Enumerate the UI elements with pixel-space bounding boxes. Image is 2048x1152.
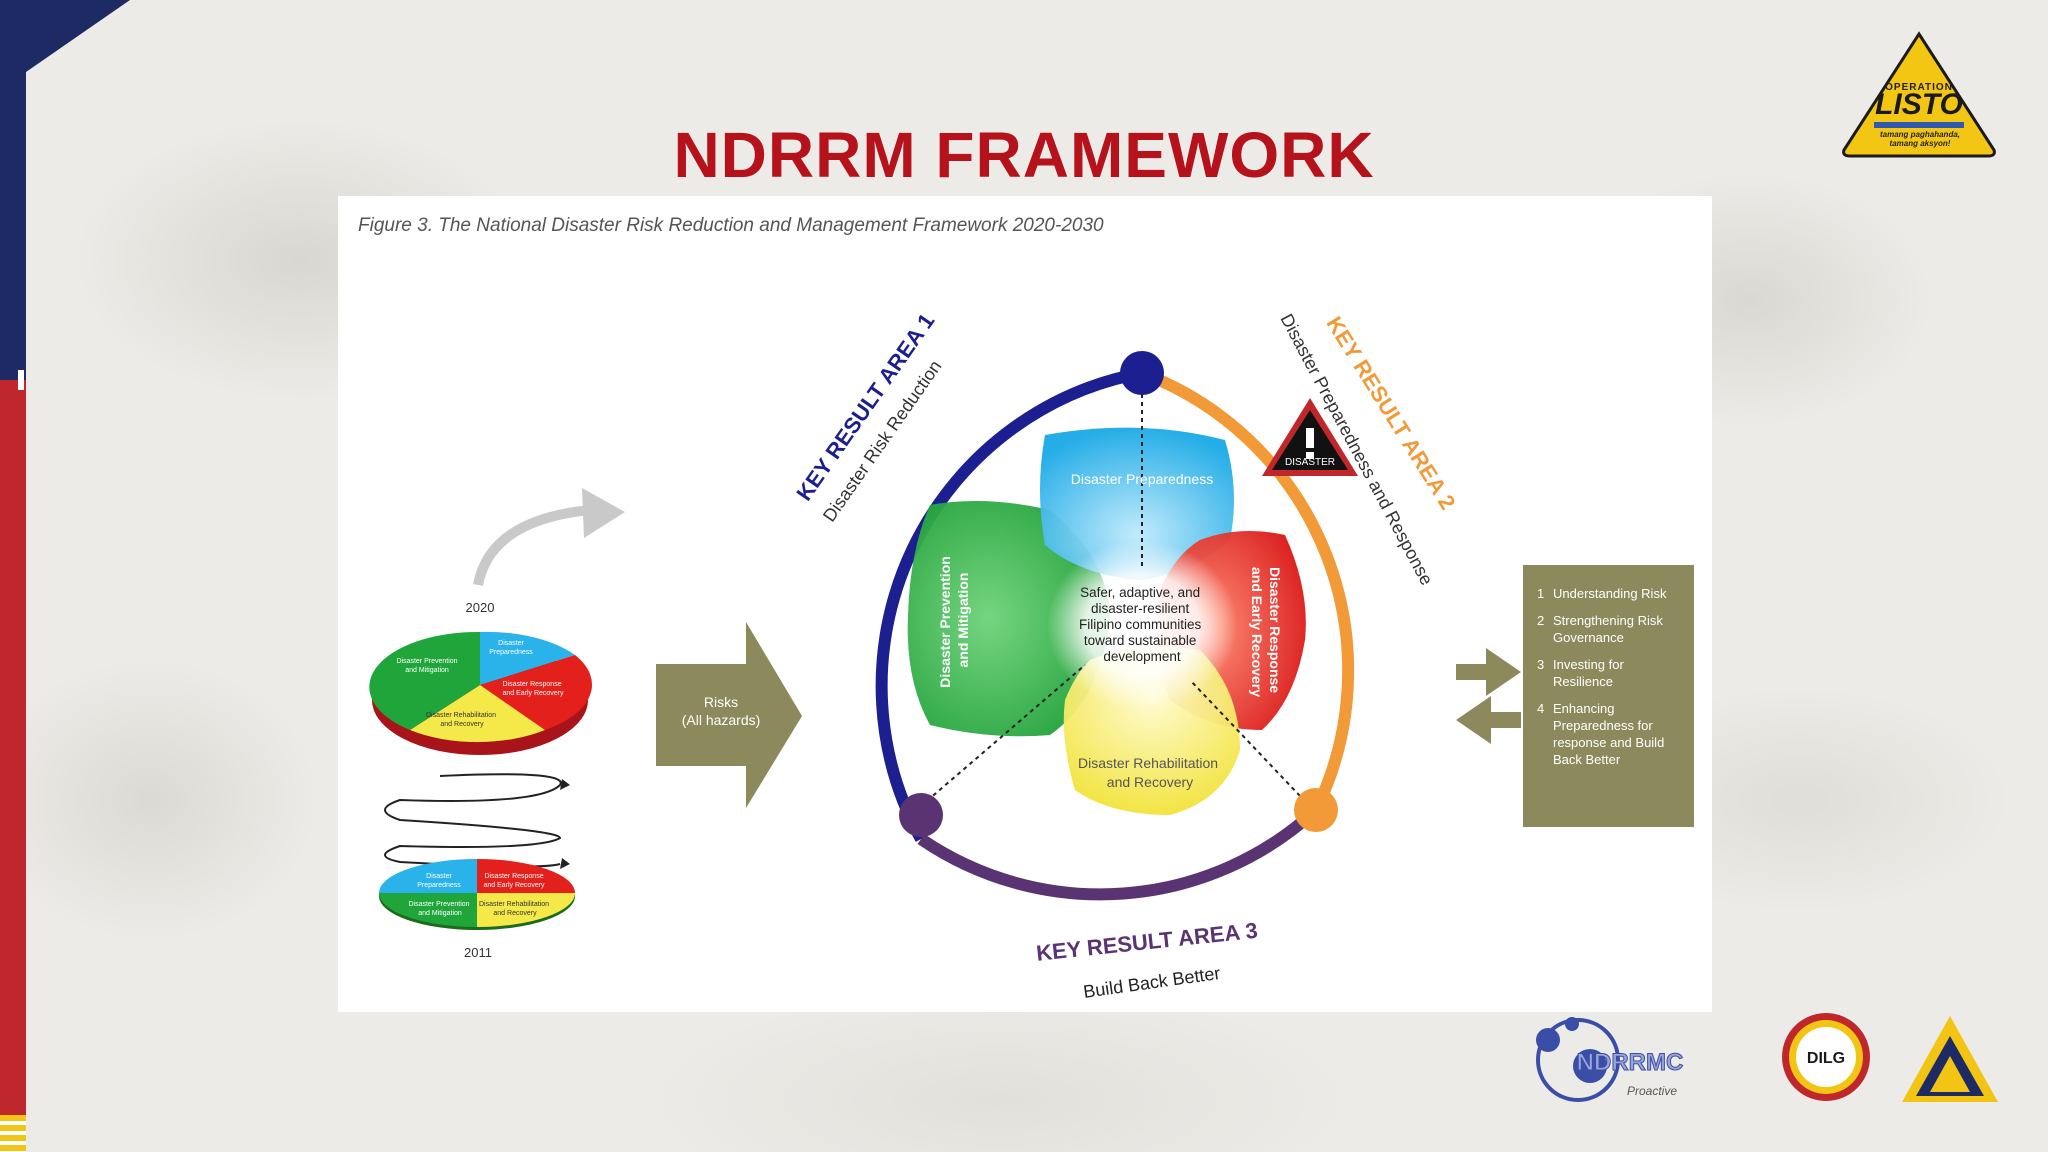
left-stripe-white (18, 370, 24, 390)
listo-main-text: LISTO (1875, 88, 1963, 121)
svg-text:Build Back Better: Build Back Better (1082, 963, 1222, 1002)
petal-rehab-label-2: and Recovery (1107, 774, 1193, 790)
arrow-to-outcomes (1456, 648, 1521, 696)
figure-caption: Figure 3. The National Disaster Risk Red… (358, 215, 1104, 236)
svg-text:Safer, adaptive, and disas: Safer, adaptive, and disaster-resilient … (1079, 585, 1205, 664)
petal-rehab-label-1: Disaster Rehabilitation (1078, 755, 1218, 771)
ring-node-left (899, 793, 943, 837)
pie-2020-preparedness-label-2: Preparedness (489, 649, 533, 656)
svg-text:Disaster Preparedness: Disaster Preparedness Disaster Response … (408, 873, 546, 917)
pie-2011-rehab-label-2: and Recovery (493, 910, 537, 917)
dilg-seal-text: DILG (1807, 1050, 1845, 1067)
dotted-line-right (1189, 679, 1301, 797)
ring-kra2-arc (1139, 367, 1355, 813)
slide-title: NDRRM FRAMEWORK (673, 119, 1375, 191)
svg-text:Disaster Rehabilitation an: Disaster Rehabilitation and Recovery (426, 712, 498, 728)
pie-2011-prevention-label-1: Disaster Prevention (408, 901, 469, 908)
pie-2011-response-label-1: Disaster Response (484, 873, 543, 880)
risks-label: Risks (All hazards) (681, 694, 761, 728)
pie-2011-response-label-2: and Early Recovery (483, 882, 545, 889)
left-corner-navy (0, 0, 130, 90)
ring-node-top (1120, 351, 1164, 395)
evolution-arrow-head (582, 488, 625, 538)
lga-logo (1902, 1016, 1998, 1102)
listo-top-text: OPERATION (1885, 82, 1953, 93)
operation-listo-logo (1842, 31, 1996, 158)
transition-spiral (384, 773, 562, 868)
petal-preparedness-label: Disaster Preparedness (1071, 471, 1213, 487)
kra3-subtitle: Build Back Better (1082, 963, 1222, 1002)
pie-2011-preparedness-label-2: Preparedness (417, 882, 461, 889)
svg-text:Disaster Prevention and Mi: Disaster Prevention and Mitigation (937, 552, 971, 687)
center-text-5: development (1103, 649, 1181, 664)
spiral-arrowhead-1 (560, 779, 570, 790)
year-2011-label: 2011 (464, 945, 492, 960)
ring-node-right (1294, 788, 1338, 832)
disaster-badge-label: DISASTER (1285, 457, 1335, 468)
center-glow (1047, 540, 1237, 710)
pie-2020-preparedness-label-1: Disaster (498, 640, 524, 647)
pie-2020-response-label-1: Disaster Response (502, 681, 561, 688)
outcomes-box (1523, 565, 1694, 827)
petal-response-label-1: Disaster Response (1267, 567, 1283, 693)
pie-2011-top (379, 859, 575, 927)
ndrrmc-logo-text: NDRRMC (1577, 1049, 1684, 1076)
petal-prevention-label-1: Disaster Prevention (937, 556, 953, 688)
pie-2020-response-label-2: and Early Recovery (502, 690, 564, 697)
spiral-arrowhead-2 (560, 858, 570, 869)
listo-tagline: tamang paghahanda, tamang aksyon! (1879, 130, 1960, 148)
petal-response-label-2: and Early Recovery (1249, 567, 1265, 697)
year-2020-label: 2020 (466, 600, 495, 615)
ring-kra1-arc (875, 367, 1144, 842)
dilg-seal (1782, 1013, 1870, 1101)
disaster-warning-icon (1262, 398, 1358, 476)
risks-arrow (656, 622, 802, 808)
left-stripe-red (0, 380, 26, 1115)
petal-preparedness (1040, 427, 1234, 580)
svg-text:Disaster Response and Earl: Disaster Response and Early Recovery (1249, 567, 1283, 697)
arrow-from-outcomes (1456, 696, 1521, 744)
pie-2020-top (369, 631, 592, 743)
ndrrmc-logo-subtext: Proactive (1627, 1084, 1677, 1098)
center-text-1: Safer, adaptive, and (1080, 585, 1200, 600)
pie-2011-prevention-label-2: and Mitigation (418, 910, 462, 917)
pie-2011-preparedness-label-1: Disaster (426, 873, 452, 880)
pie-2020-rehab-label-2: and Recovery (440, 721, 484, 728)
pie-2020-rehab-label-1: Disaster Rehabilitation (426, 712, 496, 719)
ndrrmc-logo (1536, 1017, 1620, 1102)
pie-2020-prevention-label-1: Disaster Prevention (396, 658, 457, 665)
petal-prevention (907, 501, 1110, 737)
svg-text:Disaster Rehabilitation an: Disaster Rehabilitation and Recovery (479, 901, 551, 917)
pie-2011-rehab-label-1: Disaster Rehabilitation (479, 901, 549, 908)
svg-text:KEY RESULT AREA 3: KEY RESULT AREA 3 (1035, 918, 1259, 966)
kra3-title: KEY RESULT AREA 3 (1035, 918, 1259, 966)
evolution-curve-arrow (473, 505, 591, 587)
ring-kra3-arc (917, 805, 1321, 901)
center-text-2: disaster-resilient (1091, 601, 1190, 616)
petal-prevention-label-2: and Mitigation (955, 573, 971, 668)
svg-text:Disaster Prevention and Mi: Disaster Prevention and Mitigation Disas… (396, 640, 564, 697)
svg-text:Disaster Rehabilitation an: Disaster Rehabilitation and Recovery (1078, 755, 1222, 790)
center-text-3: Filipino communities (1079, 617, 1202, 632)
center-text-4: toward sustainable (1084, 633, 1197, 648)
pie-2020-prevention-label-2: and Mitigation (405, 667, 449, 674)
left-stripe-yellow (0, 1115, 26, 1152)
